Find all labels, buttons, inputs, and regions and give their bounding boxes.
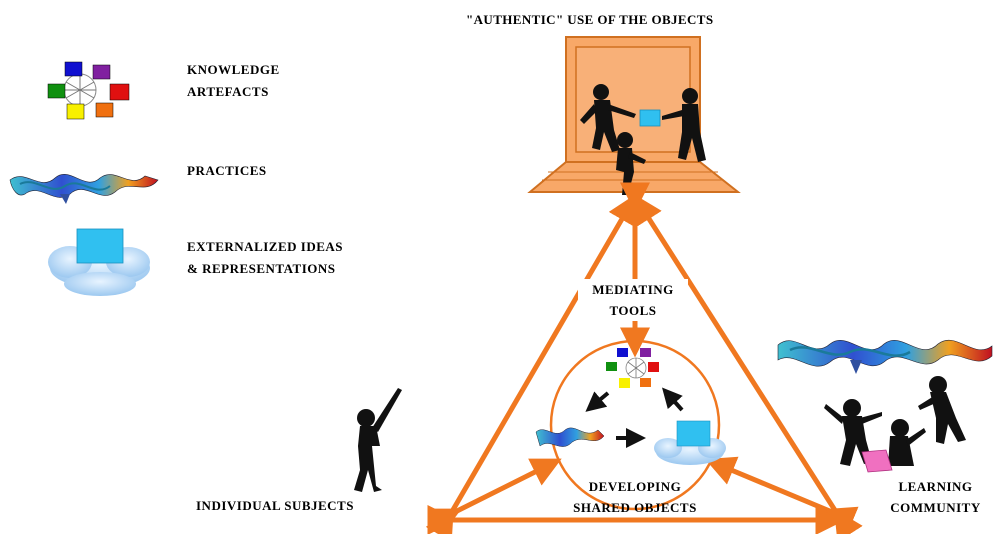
- legend-externalized-line2: & REPRESENTATIONS: [187, 261, 336, 276]
- individual-subject-figure: [354, 388, 402, 492]
- community-laptop-icon: [861, 449, 893, 473]
- practices-icon: [9, 174, 159, 204]
- legend-knowledge-line1: KNOWLEDGE: [187, 62, 280, 77]
- externalized-ideas-icon: [48, 228, 150, 296]
- laptop-illustration: [527, 36, 741, 195]
- legend-knowledge-line2: ARTEFACTS: [187, 84, 269, 99]
- cycle-artefacts-icon: [606, 348, 659, 388]
- mediating-line2: TOOLS: [609, 303, 657, 318]
- legend-knowledge-artefacts: KNOWLEDGE ARTEFACTS: [187, 59, 280, 103]
- shared-objects-circle: [549, 339, 721, 511]
- knowledge-artefacts-icon: [47, 61, 130, 120]
- developing-line1: DEVELOPING: [588, 479, 682, 494]
- cycle-arrows: [585, 387, 684, 448]
- mediating-line1: MEDIATING: [592, 282, 674, 297]
- community-figures: [824, 376, 966, 466]
- triangle-arrows: [425, 182, 863, 534]
- legend-practices: PRACTICES: [187, 163, 267, 178]
- individual-subjects-label: INDIVIDUAL SUBJECTS: [196, 498, 354, 513]
- learning-line1: LEARNING: [898, 479, 973, 494]
- legend-externalized-line1: EXTERNALIZED IDEAS: [187, 239, 344, 254]
- developing-line2: SHARED OBJECTS: [573, 500, 697, 515]
- cycle-practices-icon: [535, 427, 605, 447]
- developing-shared-objects-label: DEVELOPING SHARED OBJECTS: [555, 476, 715, 518]
- community-practices-icon: [777, 339, 993, 374]
- mediating-tools-label: MEDIATING TOOLS: [578, 279, 688, 321]
- legend-externalized: EXTERNALIZED IDEAS & REPRESENTATIONS: [187, 236, 343, 280]
- learning-community-label: LEARNING COMMUNITY: [872, 476, 999, 518]
- learning-line2: COMMUNITY: [890, 500, 981, 515]
- top-title: "AUTHENTIC" USE OF THE OBJECTS: [466, 12, 714, 27]
- cycle-externalized-icon: [654, 420, 726, 465]
